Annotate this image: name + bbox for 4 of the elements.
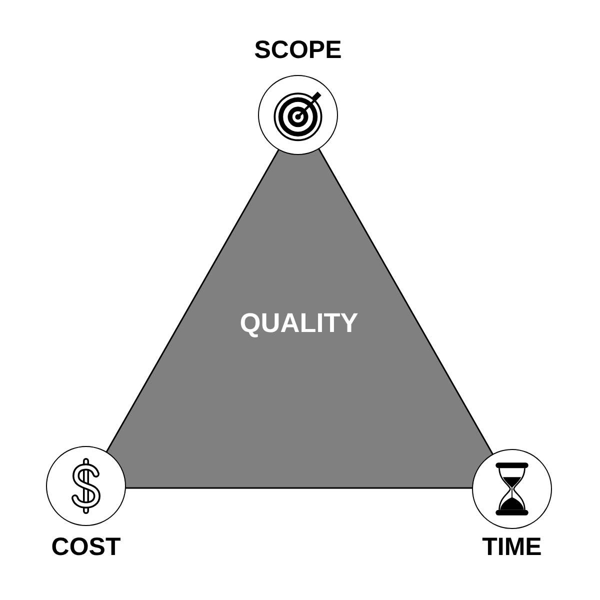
corner-label: COST bbox=[51, 533, 121, 561]
corner-label: TIME bbox=[482, 533, 542, 561]
corner-label: SCOPE bbox=[254, 36, 342, 64]
center-label: QUALITY bbox=[240, 307, 358, 339]
